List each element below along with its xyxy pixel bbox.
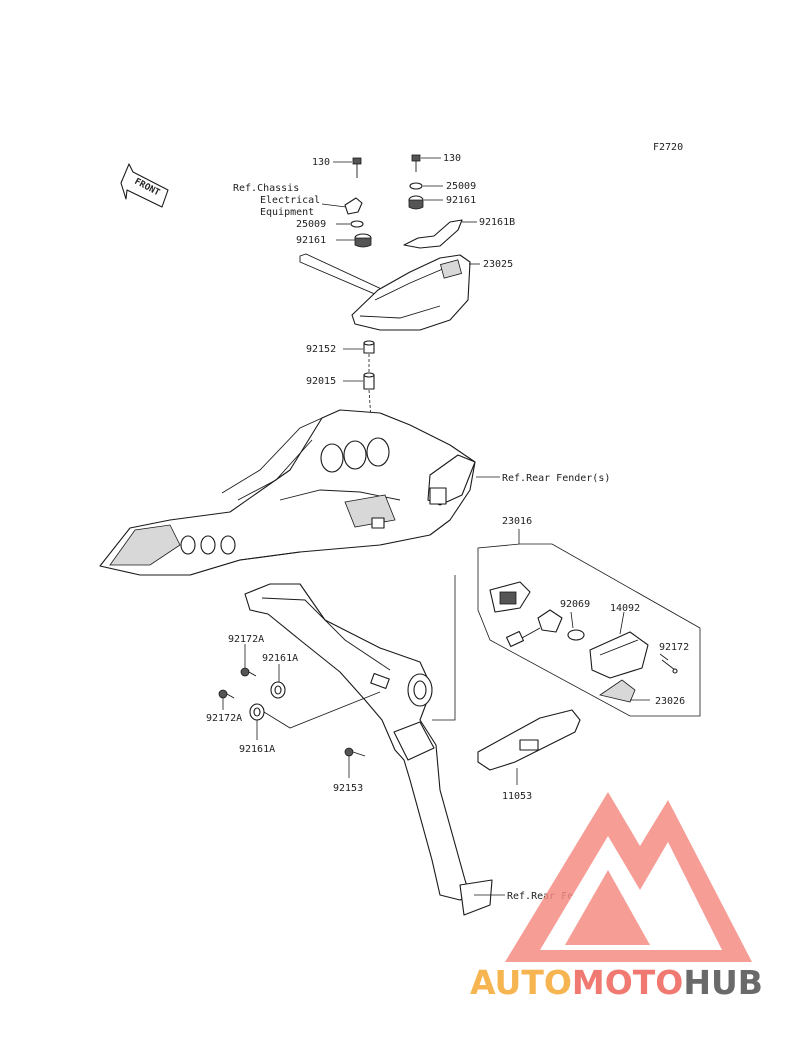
label-11053: 11053 — [502, 791, 532, 802]
license-bracket — [244, 583, 493, 916]
watermark-moto: MOTO — [572, 963, 683, 1002]
washer-25009-left — [350, 220, 364, 228]
kit-box-23016 — [477, 543, 701, 717]
front-arrow-icon: FRONT — [120, 163, 169, 208]
wire-harness — [299, 253, 389, 299]
grommet-92161-right — [408, 195, 424, 210]
bulb-92069 — [567, 629, 585, 641]
label-92172A-top: 92172A — [228, 634, 264, 645]
label-92172A-bottom: 92172A — [206, 713, 242, 724]
clamp-ref-chassis — [344, 197, 363, 215]
label-25009-right: 25009 — [446, 181, 476, 192]
label-92172: 92172 — [659, 642, 689, 653]
label-23025: 23025 — [483, 259, 513, 270]
label-92161B: 92161B — [479, 217, 515, 228]
label-92153: 92153 — [333, 783, 363, 794]
label-92161-right: 92161 — [446, 195, 476, 206]
label-92069: 92069 — [560, 599, 590, 610]
label-92161-left: 92161 — [296, 235, 326, 246]
bracket-11053 — [477, 709, 581, 771]
label-ref-chassis-1: Ref.Chassis — [233, 183, 299, 194]
label-ref-chassis-2: Electrical — [260, 195, 320, 206]
grommet-92161-left — [354, 233, 372, 248]
bolt-92153 — [344, 747, 366, 757]
socket-wire — [505, 609, 563, 648]
screw-92172A-top — [240, 667, 257, 677]
seal-23026 — [599, 679, 636, 703]
watermark-hub: HUB — [683, 963, 763, 1002]
washer-25009-right — [409, 182, 423, 190]
label-25009-left: 25009 — [296, 219, 326, 230]
grommet-92161A-top — [270, 681, 286, 699]
label-92161A-bottom: 92161A — [239, 744, 275, 755]
figure-code: F2720 — [653, 142, 683, 153]
label-14092: 14092 — [610, 603, 640, 614]
tail-light-cover-23025 — [351, 254, 471, 331]
label-92161A-top: 92161A — [262, 653, 298, 664]
screw-92172A-bottom — [218, 689, 235, 699]
grommet-92161A-bottom — [249, 703, 265, 721]
label-ref-chassis-3: Equipment — [260, 207, 314, 218]
watermark-auto: AUTO — [470, 963, 572, 1002]
label-ref-rear-fender-top: Ref.Rear Fender(s) — [502, 473, 610, 484]
label-92015: 92015 — [306, 376, 336, 387]
lens-14092 — [589, 631, 649, 679]
collar-92152 — [363, 340, 375, 354]
automotohub-logo: AUTOMOTOHUB — [470, 792, 763, 1002]
rear-fender-ref — [99, 409, 476, 576]
label-92152: 92152 — [306, 344, 336, 355]
bolt-130-left — [352, 157, 362, 178]
bolt-130-right — [411, 154, 421, 172]
spacer-92015 — [363, 372, 375, 390]
bracket-92161B — [403, 219, 463, 249]
label-130-left: 130 — [312, 157, 330, 168]
screw-92172 — [661, 659, 678, 674]
label-23026: 23026 — [655, 696, 685, 707]
label-23016: 23016 — [502, 516, 532, 527]
lamp-housing-23016 — [489, 581, 531, 613]
svg-text:AUTOMOTOHUB: AUTOMOTOHUB — [470, 963, 763, 1002]
label-130-right: 130 — [443, 153, 461, 164]
